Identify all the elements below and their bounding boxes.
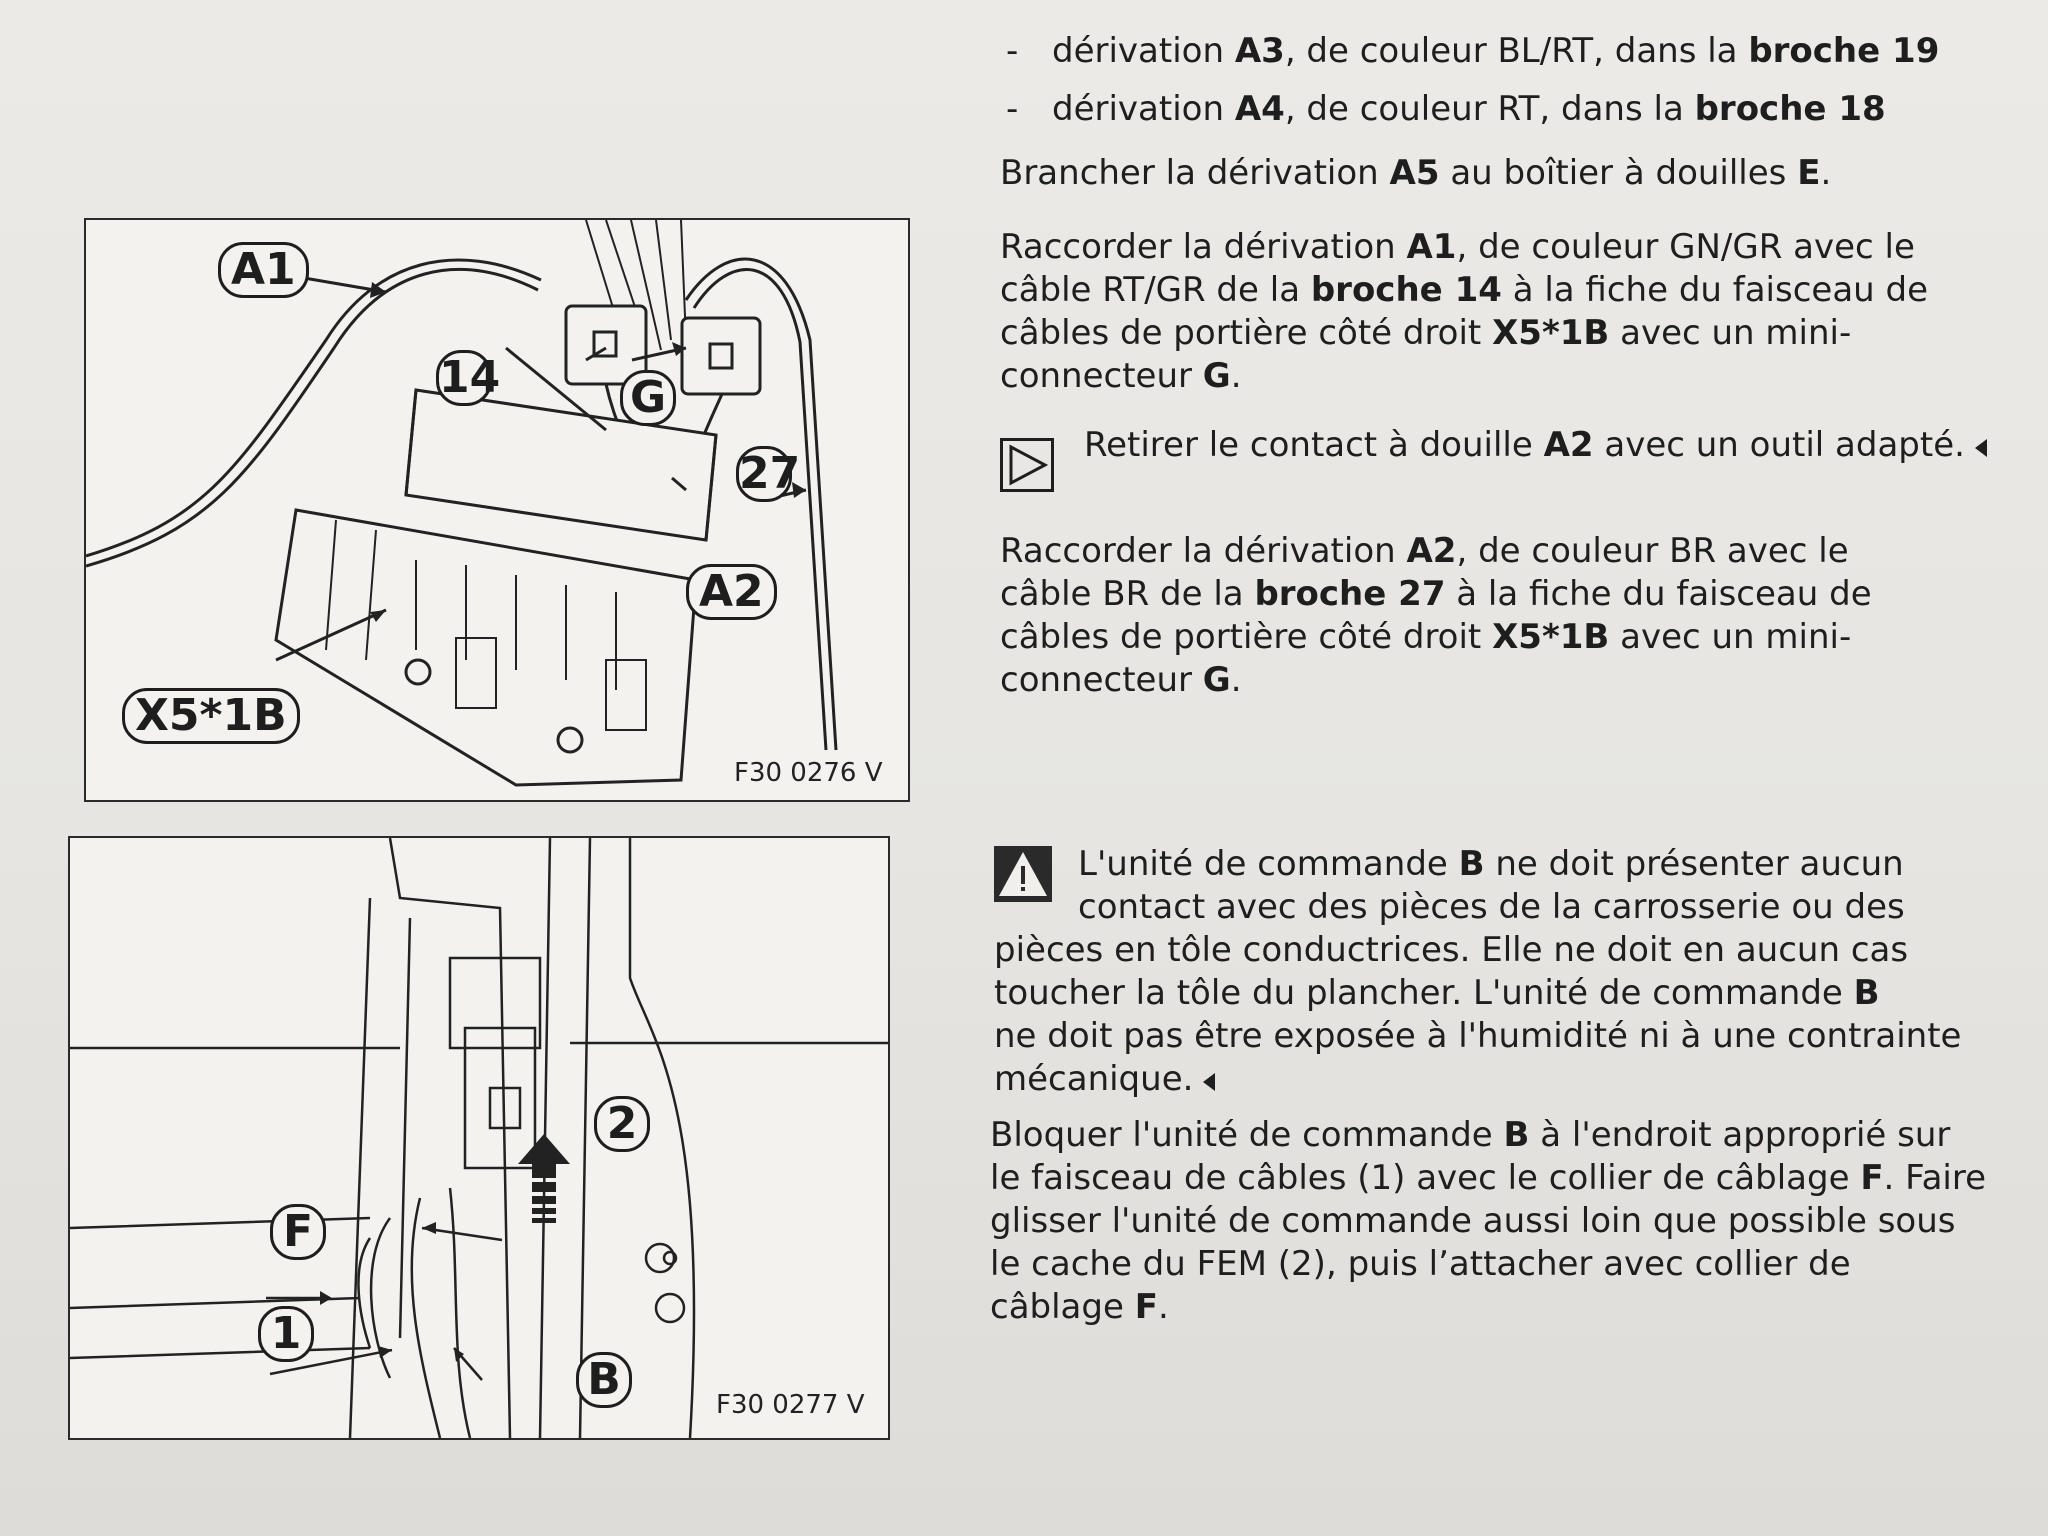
figure-reference: F30 0276 V	[734, 758, 883, 788]
warning-paragraph: L'unité de commande B ne doit présenter …	[994, 844, 1962, 1099]
paragraph-fix-control-unit: Bloquer l'unité de commande B à l'endroi…	[990, 1115, 1987, 1327]
callout-a2: A2	[686, 564, 777, 620]
callout-b: B	[576, 1352, 632, 1408]
figure-reference: F30 0277 V	[716, 1390, 865, 1420]
callout-x5-1b: X5*1B	[122, 688, 300, 744]
figure-connector-diagram: A1 14 G 27 A2 X5*1B F30 0276 V	[84, 218, 910, 802]
paragraph-a5: Brancher la dérivation A5 au boîtier à d…	[1000, 153, 1832, 193]
note-remove-a2: Retirer le contact à douille A2 avec un …	[1084, 424, 2024, 467]
warning-triangle-icon	[994, 846, 1052, 902]
callout-a1: A1	[218, 242, 309, 298]
callout-g: G	[620, 370, 676, 426]
callout-27: 27	[736, 446, 800, 502]
end-marker-icon	[1974, 439, 1987, 457]
mounting-illustration	[70, 838, 888, 1438]
play-triangle-icon	[1000, 438, 1054, 492]
callout-14: 14	[436, 350, 500, 406]
connector-illustration	[86, 220, 838, 787]
callout-2: 2	[594, 1096, 650, 1152]
end-marker-icon	[1203, 1073, 1216, 1091]
callout-f: F	[270, 1204, 326, 1260]
figure-mounting-diagram: 2 F 1 B F30 0277 V	[68, 836, 890, 1440]
callout-1: 1	[258, 1306, 314, 1362]
paragraph-a1: Raccorder la dérivation A1, de couleur G…	[1000, 227, 1929, 396]
paragraph-a2: Raccorder la dérivation A2, de couleur B…	[1000, 531, 1872, 700]
